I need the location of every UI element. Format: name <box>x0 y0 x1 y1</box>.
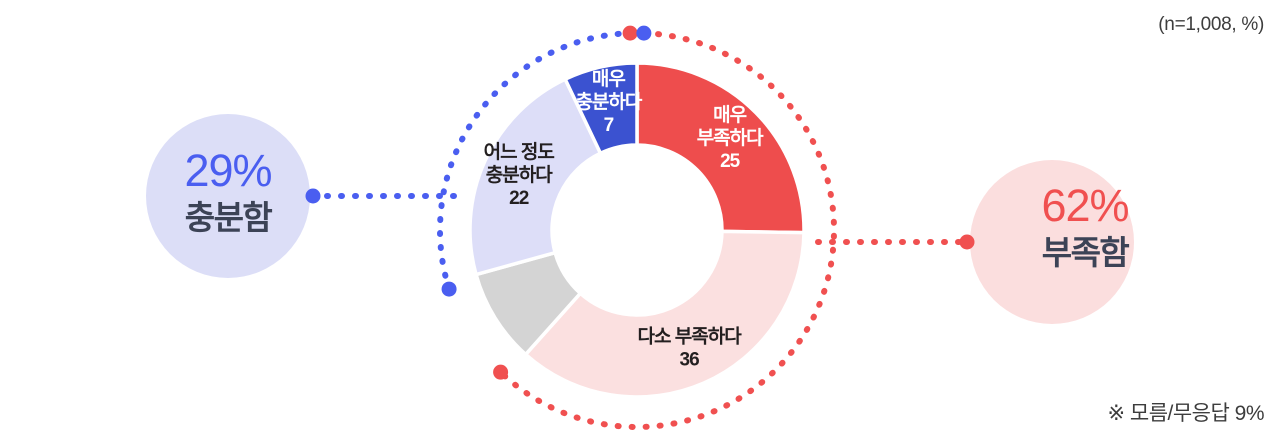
callout-insufficient-percent: 62% <box>1041 180 1129 231</box>
arc-endpoint-dot <box>441 281 457 297</box>
callout-sufficient-percent: 29% <box>184 145 272 196</box>
callout-sufficient-caption: 충분함 <box>184 198 273 236</box>
arc-endpoint-dot <box>636 25 652 41</box>
leader-dot-insufficient <box>959 234 975 250</box>
donut-slice <box>563 61 639 156</box>
callout-bubble-insufficient <box>970 160 1134 324</box>
donut-slice <box>523 229 806 399</box>
group-arc-sufficient <box>437 30 647 293</box>
leader-dot-sufficient <box>305 188 321 204</box>
arc-endpoint-dot <box>493 364 509 380</box>
callout-insufficient-caption: 부족함 <box>1041 233 1130 271</box>
donut-slice <box>635 61 806 235</box>
donut-slices <box>468 61 806 399</box>
callout-bubble-sufficient <box>146 114 310 278</box>
callout-sufficient: 29% 충분함 <box>128 145 328 236</box>
footnote-no-response: ※ 모름/무응답 9% <box>1107 402 1264 425</box>
group-connector-lines <box>305 25 975 430</box>
arc-endpoint-dot <box>622 25 638 41</box>
callout-insufficient: 62% 부족함 <box>985 180 1185 271</box>
sample-size-note: (n=1,008, %) <box>1158 14 1264 35</box>
donut-slice <box>468 77 603 277</box>
